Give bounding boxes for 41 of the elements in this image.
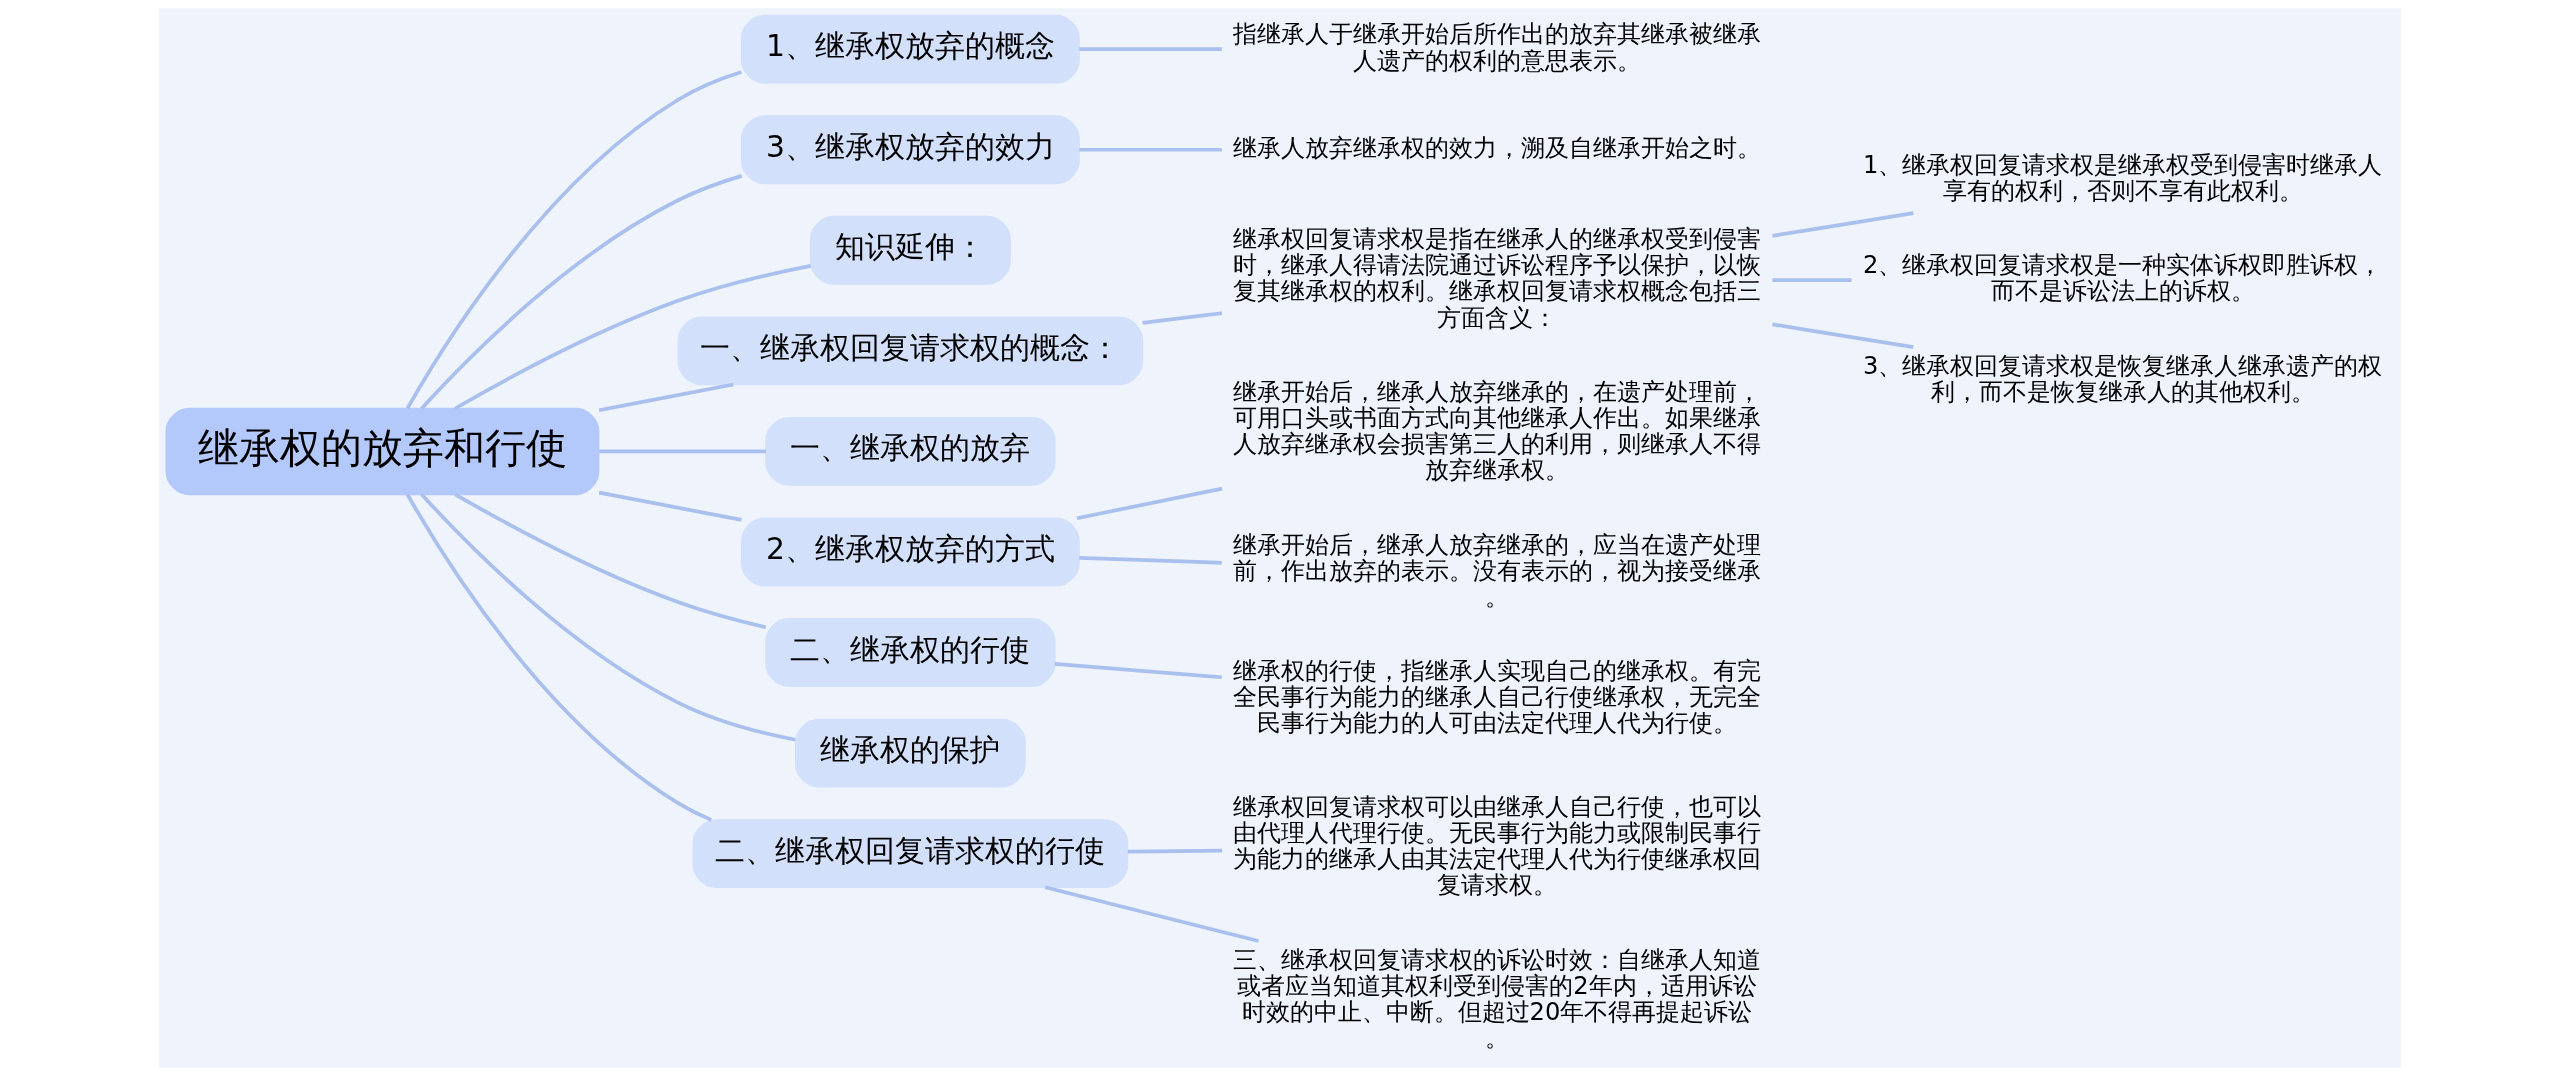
- node-box: 3、继承权放弃的效力: [740, 115, 1080, 185]
- connector: [1772, 322, 1914, 349]
- connector: [1054, 662, 1222, 680]
- connector: [1079, 47, 1222, 52]
- connector: [1772, 211, 1914, 238]
- node-text: 继承开始后，继承人放弃继承的，在遗产处理前，可用口头或书面方式向其他继承人作出。如果继承人放弃继承权会损害第三人的利用，则继承人不得放弃继承权。: [1232, 378, 1761, 485]
- node-text: 1、继承权回复请求权是继承权受到侵害时继承人享有的权利，否则不享有此权利。: [1862, 150, 2383, 205]
- node-box: 一、继承权的放弃: [765, 416, 1056, 486]
- connector: [420, 174, 743, 410]
- connector: [1079, 147, 1222, 152]
- node-box: 二、继承权的行使: [765, 618, 1056, 687]
- node-box: 二、继承权回复请求权的行使: [692, 819, 1129, 889]
- node-box: 1、继承权放弃的概念: [740, 14, 1080, 84]
- node-text: 3、继承权回复请求权是恢复继承人继承遗产的权利，而不是恢复继承人的其他权利。: [1862, 351, 2383, 407]
- connector: [1142, 311, 1223, 325]
- connector: [1076, 486, 1223, 521]
- node-text: 继承权回复请求权可以由继承人自己行使，也可以由代理人代理行使。无民事行为能力或限制民事行为能力的继承人由其法定代理人代为行使继承权回复请求权。: [1232, 793, 1761, 900]
- connector: [1772, 278, 1852, 282]
- node-text: 继承权的行使，指继承人实现自己的继承权。有完全民事行为能力的继承人自己行使继承权，无完全民事行为能力的人可由法定代理人代为行使。: [1232, 657, 1761, 738]
- node-box: 继承权的保护: [794, 718, 1026, 788]
- node-box: 2、继承权放弃的方式: [740, 517, 1080, 587]
- connector: [1127, 848, 1223, 854]
- node-box: 继承权的放弃和行使: [165, 407, 600, 496]
- node-text: 三、继承权回复请求权的诉讼时效：自继承人知道或者应当知道其权利受到侵害的2年内，适用诉讼时效的中止、中断。但超过20年不得再提起诉讼。: [1232, 945, 1761, 1053]
- node-text: 继承人放弃继承权的效力，溯及自继承开始之时。: [1232, 134, 1761, 163]
- connector: [405, 493, 712, 822]
- node-box: 一、继承权回复请求权的概念：: [677, 316, 1144, 386]
- connector: [598, 490, 742, 522]
- node-text: 指继承人于继承开始后所作出的放弃其继承被继承人遗产的权利的意思表示。: [1232, 20, 1761, 75]
- node-text: 2、继承权回复请求权是一种实体诉权即胜诉权，而不是诉讼法上的诉权。: [1862, 251, 2383, 306]
- node-text: 继承权回复请求权是指在继承人的继承权受到侵害时，继承人得请法院通过诉讼程序予以保护，以恢复其继承权的权利。继承权回复请求权概念包括三方面含义：: [1232, 225, 1761, 332]
- connector: [454, 264, 812, 411]
- connector: [1044, 885, 1259, 943]
- connector: [405, 70, 742, 410]
- connector: [599, 449, 767, 454]
- connector: [454, 492, 767, 630]
- connector: [420, 493, 796, 742]
- node-text: 继承开始后，继承人放弃继承的，应当在遗产处理前，作出放弃的表示。没有表示的，视为接受继承。: [1232, 530, 1761, 611]
- connector: [1079, 555, 1222, 565]
- node-box: 知识延伸：: [809, 215, 1011, 285]
- connector: [598, 382, 734, 413]
